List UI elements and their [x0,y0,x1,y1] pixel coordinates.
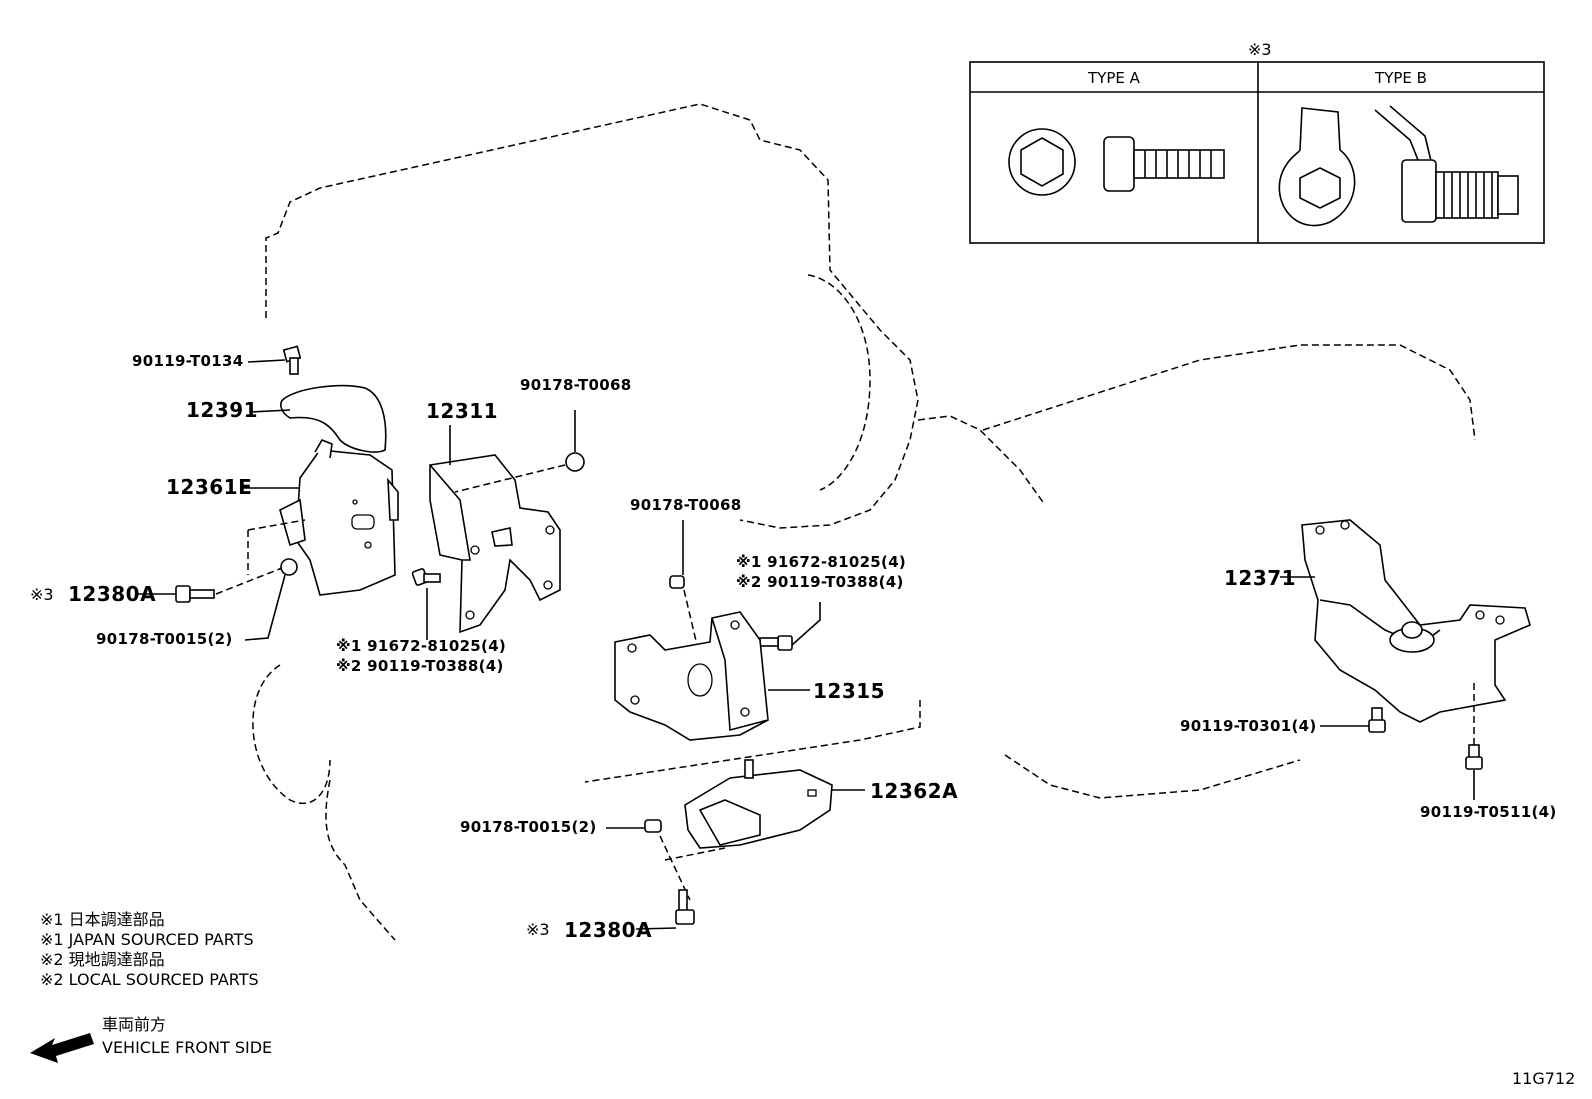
front-arrow-icon [30,1033,94,1063]
bolt-91672-mid-icon [759,635,793,651]
nut-90178-T0015-bottom-icon [644,819,662,833]
label-12315[interactable]: 12315 [813,679,886,703]
bolt-90119-T0511-icon [1465,744,1483,770]
bracket-12315-icon [614,611,769,741]
label-90119-T0301[interactable]: 90119-T0301(4) [1180,717,1317,735]
direction-en: VEHICLE FRONT SIDE [102,1038,273,1057]
bolt-12380A-left-icon [175,585,215,603]
bolt-91672-left-icon [411,568,441,586]
label-90119-T0511[interactable]: 90119-T0511(4) [1420,803,1557,821]
label-90119-T0388-left[interactable]: ※2 90119-T0388(4) [336,657,504,675]
inset-marker: ※3 [1248,40,1272,59]
mount-12362A-icon [684,759,833,849]
crossmember-12371-icon [1301,519,1531,723]
label-12371[interactable]: 12371 [1224,566,1297,590]
label-90178-T0015-bottom[interactable]: 90178-T0015(2) [460,818,597,836]
label-12362A[interactable]: 12362A [870,779,959,803]
assembly-line-bracket [454,464,566,493]
legend-line-2: ※1 JAPAN SOURCED PARTS [40,930,254,949]
nut-90178-T0068-top-icon [565,452,585,472]
type-b-bolt-icon [1374,105,1519,223]
diagram-id: 11G712 [1512,1069,1576,1088]
bolt-90119-T0134-icon [282,345,302,375]
direction-jp: 車両前方 [102,1015,167,1034]
legend-line-3: ※2 現地調達部品 [40,950,165,969]
type-b-header: TYPE B [1375,69,1427,87]
label-90119-T0134[interactable]: 90119-T0134 [132,352,244,370]
legend-line-1: ※1 日本調達部品 [40,910,165,929]
label-12380A-bottom[interactable]: 12380A [564,918,653,942]
type-a-nut-icon [1008,128,1076,196]
inset-table [969,61,1545,244]
label-91672-81025-left[interactable]: ※1 91672-81025(4) [336,637,507,655]
bracket-12311-icon [429,454,561,634]
nut-90178-T0015-left-icon [280,558,298,576]
bolt-90119-T0301-icon [1368,707,1386,733]
mount-12361E-icon [279,439,399,596]
label-90178-T0068-mid[interactable]: 90178-T0068 [630,496,742,514]
label-90178-T0015-left[interactable]: 90178-T0015(2) [96,630,233,648]
label-12361E[interactable]: 12361E [166,475,253,499]
bolt-12380A-bottom-icon [675,889,695,925]
type-b-nut-icon [1278,107,1356,227]
label-91672-81025-mid[interactable]: ※1 91672-81025(4) [736,553,907,571]
nut-90178-T0068-mid-icon [669,575,685,589]
type-a-header: TYPE A [1088,69,1140,87]
legend-line-4: ※2 LOCAL SOURCED PARTS [40,970,259,989]
label-12311[interactable]: 12311 [426,399,499,423]
label-90119-T0388-mid[interactable]: ※2 90119-T0388(4) [736,573,904,591]
label-90178-T0068-top[interactable]: 90178-T0068 [520,376,632,394]
engine-outline [252,103,1476,941]
type-a-bolt-icon [1103,136,1225,192]
label-12380A-left[interactable]: 12380A [68,582,157,606]
leader-lines [136,359,1475,930]
cover-12391-icon [280,384,387,453]
label-12380A-bottom-mark: ※3 [526,920,550,939]
label-12391[interactable]: 12391 [186,398,259,422]
label-12380A-left-mark: ※3 [30,585,54,604]
assembly-line-left [215,519,306,595]
